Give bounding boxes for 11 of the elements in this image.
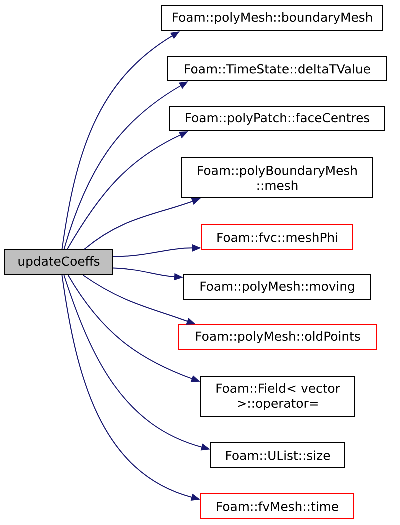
function-box: Foam::polyMesh::oldPoints xyxy=(178,324,378,350)
function-box: Foam::polyBoundaryMesh ::mesh xyxy=(182,158,374,198)
function-box: Foam::polyPatch::faceCentres xyxy=(170,106,386,132)
function-box: Foam::polyMesh::boundaryMesh xyxy=(162,6,384,32)
function-box: Foam::TimeState::deltaTValue xyxy=(168,56,388,82)
function-box: updateCoeffs xyxy=(4,250,114,276)
function-box: Foam::fvc::meshPhi xyxy=(202,224,354,250)
function-box: Foam::UList::size xyxy=(210,442,346,468)
function-box: Foam::polyMesh::moving xyxy=(184,274,372,300)
function-box: Foam::Field< vector >::operator= xyxy=(200,376,356,418)
function-box: Foam::fvMesh::time xyxy=(200,494,354,520)
